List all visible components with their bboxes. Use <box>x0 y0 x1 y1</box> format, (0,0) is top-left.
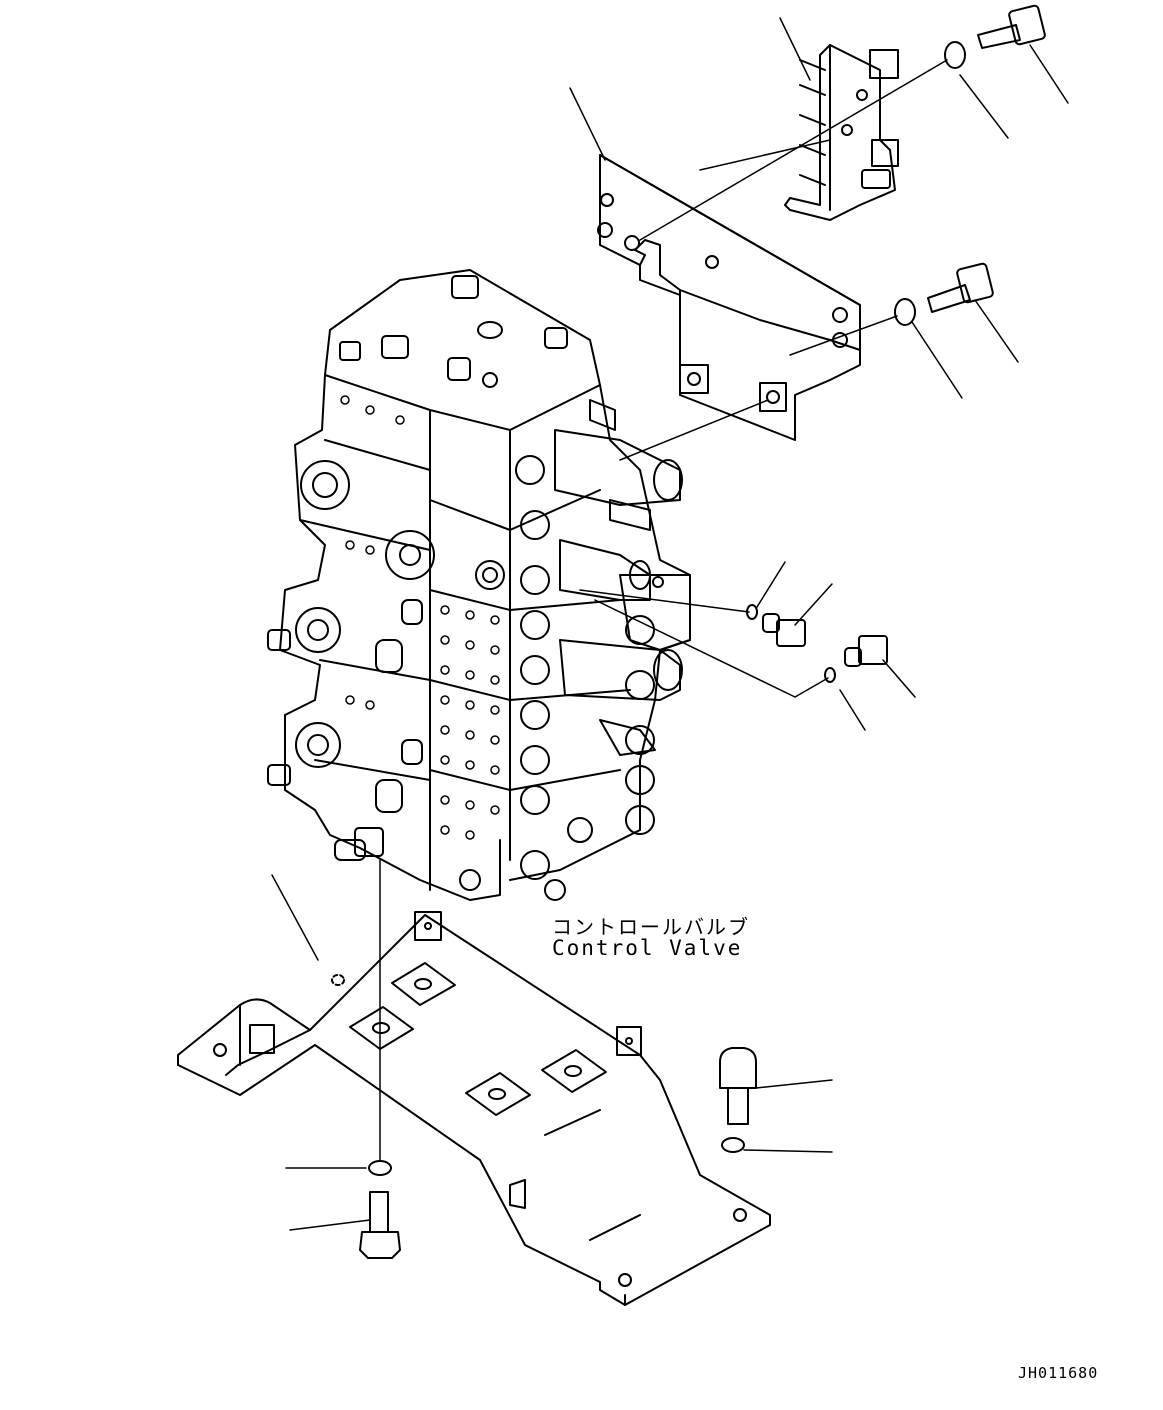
bolt-middle <box>928 263 994 312</box>
bolt-lower-right <box>720 1048 756 1124</box>
drawing-code: JH011680 <box>1018 1364 1099 1382</box>
spool-caps <box>516 456 654 900</box>
pressure-sensor-upper <box>763 614 805 646</box>
relay-bracket <box>785 45 898 220</box>
washer-lower-right <box>722 1138 744 1152</box>
control-valve <box>268 270 690 900</box>
washer-lower-left <box>369 1161 391 1175</box>
bolt-upper <box>978 5 1046 48</box>
bolt-lower-left <box>360 1192 400 1258</box>
washer-middle <box>895 299 915 325</box>
pressure-sensor-lower <box>845 636 887 666</box>
leader-lines <box>272 18 1068 1230</box>
base-bracket <box>178 912 770 1305</box>
port-holes <box>341 396 499 839</box>
o-ring-lower <box>825 668 835 682</box>
control-valve-label-jp: コントロールバルブ <box>552 915 750 939</box>
upper-bracket <box>598 155 860 440</box>
washer-upper <box>945 42 965 68</box>
control-valve-label-en: Control Valve <box>552 936 743 960</box>
